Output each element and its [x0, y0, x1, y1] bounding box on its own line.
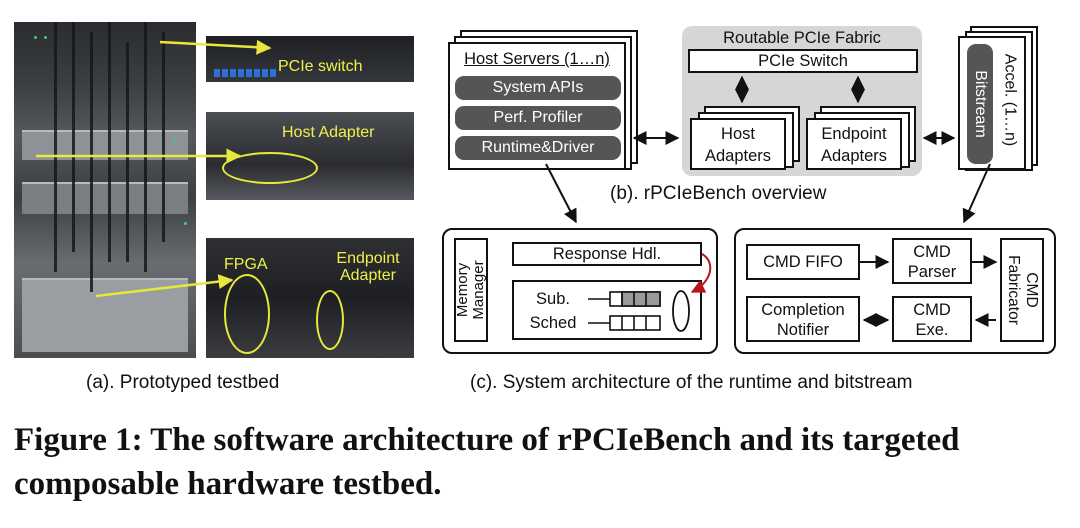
runtime-zoom-arrow — [545, 163, 577, 224]
host-adapters-box: Host Adapters — [690, 118, 786, 170]
schedule-queue-icon — [588, 315, 661, 331]
sub-label: Sub. — [536, 290, 570, 308]
pcie-switch-photo: PCIe switch — [206, 36, 414, 82]
testbed-rack-photo — [14, 22, 196, 358]
architecture-caption: (c). System architecture of the runtime … — [470, 372, 913, 393]
response-arrow — [690, 253, 712, 293]
pcie-switch-label: PCIe Switch — [758, 52, 848, 70]
photo-pointer-arrows — [36, 39, 272, 298]
endpoint-adapters-label: Endpoint Adapters — [820, 125, 888, 165]
submission-queue-icon — [588, 291, 661, 307]
bitstream-zoom-arrow — [962, 163, 991, 224]
memory-manager-box: Memory Manager — [454, 238, 488, 342]
response-handler-box: Response Hdl. — [512, 242, 702, 266]
fpga-endpoint-photo: FPGA Endpoint Adapter — [206, 238, 414, 358]
cmd-fifo-box: CMD FIFO — [746, 244, 860, 280]
fabric-title: Routable PCIe Fabric — [723, 29, 881, 47]
cmd-parser-box: CMD Parser — [892, 238, 972, 284]
host-servers-title: Host Servers (1…n) — [464, 50, 610, 68]
photo-caption: (a). Prototyped testbed — [86, 372, 280, 393]
cmd-exe-label: CMD Exe. — [913, 301, 951, 339]
cmd-fabricator-box: CMD Fabricator — [1000, 238, 1044, 342]
system-apis-pill: System APIs — [455, 76, 621, 100]
submission-scheduler-box: Sub. Sched — [512, 280, 702, 340]
endpoint-adapter-photo-label: Endpoint Adapter — [336, 250, 400, 284]
host-adapters-label: Host Adapters — [704, 125, 772, 165]
completion-notifier-label: Completion Notifier — [761, 301, 845, 339]
fpga-photo-label: FPGA — [224, 256, 268, 273]
pcie-switch-photo-label: PCIe switch — [278, 58, 363, 75]
cmd-parser-label: CMD Parser — [907, 243, 957, 281]
host-adapter-photo-label: Host Adapter — [282, 124, 375, 141]
figure-caption: Figure 1: The software architecture of r… — [14, 422, 960, 502]
completion-notifier-box: Completion Notifier — [746, 296, 860, 342]
cmd-fifo-label: CMD FIFO — [763, 253, 843, 271]
runtime-driver-pill: Runtime&Driver — [455, 136, 621, 160]
endpoint-adapters-box: Endpoint Adapters — [806, 118, 902, 170]
bitstream-pill: Bitstream — [967, 44, 993, 164]
perf-profiler-pill: Perf. Profiler — [455, 106, 621, 130]
response-handler-label: Response Hdl. — [552, 245, 662, 263]
pcie-switch-box: PCIe Switch — [688, 49, 918, 73]
device-queue-icon — [672, 290, 690, 332]
cmd-exe-box: CMD Exe. — [892, 296, 972, 342]
sched-label: Sched — [529, 314, 577, 332]
overview-caption: (b). rPCIeBench overview — [610, 183, 827, 204]
